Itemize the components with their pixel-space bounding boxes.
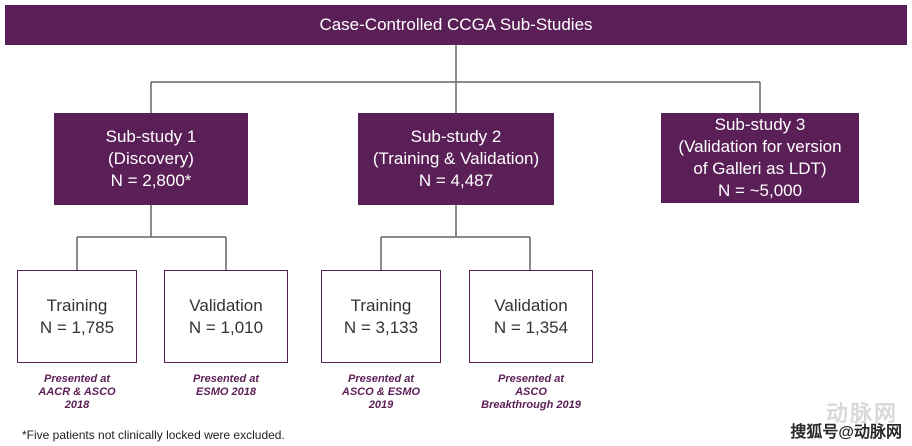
substudy-3-name: Sub-study 3 (714, 115, 806, 134)
note-line: ASCO (515, 386, 547, 398)
substudy-1-n: N = 2,800* (110, 171, 192, 190)
leaf-n: N = 1,354 (493, 317, 569, 337)
substudy-2-n: N = 4,487 (418, 171, 494, 190)
leaf-label: Validation (494, 295, 568, 315)
leaf-1-note: Presented at AACR & ASCO 2018 (17, 373, 137, 412)
leaf-validation-2: Validation N = 1,354 (469, 270, 593, 363)
watermark-logo: 动脉网 (825, 401, 898, 426)
note-line: Presented at (347, 373, 415, 385)
substudy-2-desc: (Training & Validation) (372, 149, 540, 168)
note-line: 2018 (64, 399, 90, 411)
footnote: *Five patients not clinically locked wer… (22, 428, 285, 442)
leaf-n: N = 1,010 (188, 317, 264, 337)
note-line: Breakthrough 2019 (481, 399, 581, 411)
leaf-training-2: Training N = 3,133 (321, 270, 441, 363)
leaf-label: Training (350, 295, 412, 315)
substudy-3-box: Sub-study 3 (Validation for version of G… (661, 113, 859, 203)
leaf-3-note: Presented at ASCO & ESMO 2019 (321, 373, 441, 412)
leaf-label: Validation (189, 295, 263, 315)
substudy-1-desc: (Discovery) (108, 149, 194, 168)
leaf-training-1: Training N = 1,785 (17, 270, 137, 363)
leaf-n: N = 3,133 (343, 317, 419, 337)
note-line: AACR & ASCO (38, 386, 116, 398)
substudy-1-name: Sub-study 1 (105, 127, 197, 146)
note-line: Presented at (497, 373, 565, 385)
substudy-2-box: Sub-study 2 (Training & Validation) N = … (358, 113, 554, 205)
substudy-3-n: N = ~5,000 (717, 181, 803, 200)
leaf-validation-1: Validation N = 1,010 (164, 270, 288, 363)
note-line: 2019 (368, 399, 394, 411)
substudy-3-desc-2: of Galleri as LDT) (693, 159, 827, 178)
leaf-2-note: Presented at ESMO 2018 (164, 373, 288, 399)
substudy-2-name: Sub-study 2 (410, 127, 502, 146)
note-line: ESMO 2018 (196, 386, 256, 398)
leaf-n: N = 1,785 (39, 317, 115, 337)
note-line: Presented at (43, 373, 111, 385)
substudy-3-desc-1: (Validation for version (678, 137, 842, 156)
watermark-text: 搜狐号@动脉网 (790, 424, 902, 441)
substudy-1-box: Sub-study 1 (Discovery) N = 2,800* (54, 113, 248, 205)
root-title-box: Case-Controlled CCGA Sub-Studies (5, 5, 907, 45)
note-line: Presented at (192, 373, 260, 385)
note-line: ASCO & ESMO (341, 386, 421, 398)
root-title: Case-Controlled CCGA Sub-Studies (319, 15, 593, 34)
leaf-label: Training (46, 295, 108, 315)
leaf-4-note: Presented at ASCO Breakthrough 2019 (469, 373, 593, 412)
